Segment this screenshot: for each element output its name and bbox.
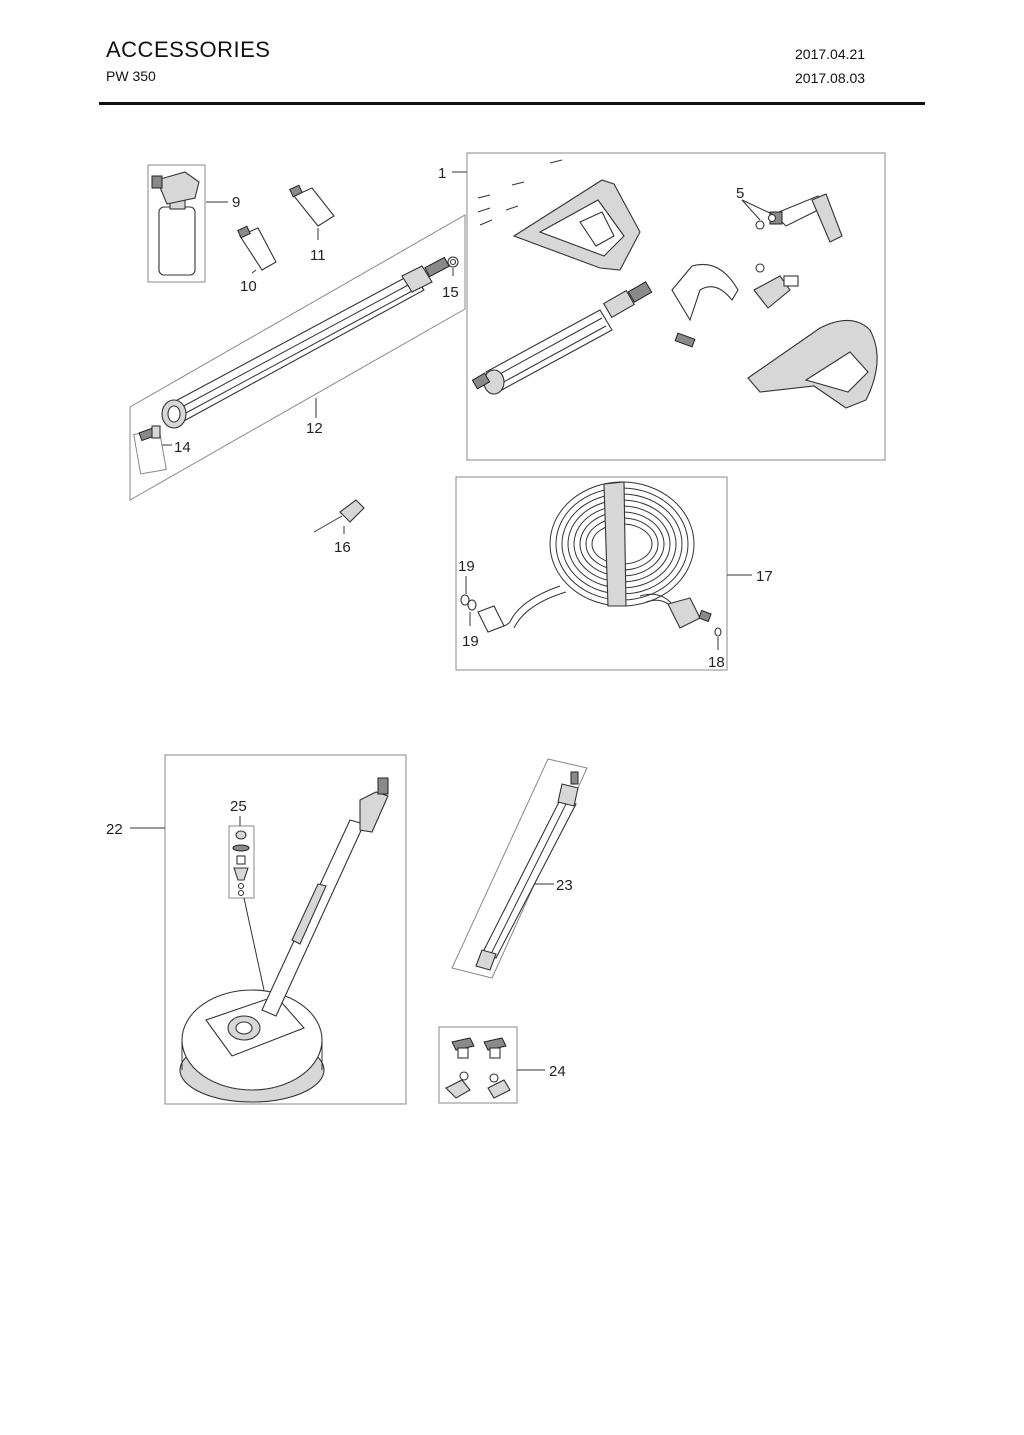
callout-15: 15 <box>442 284 459 301</box>
part-19-o-rings[interactable] <box>460 594 477 611</box>
callout-16: 16 <box>334 539 351 556</box>
part-5-o-rings[interactable] <box>755 213 777 230</box>
part-23-extension-lance[interactable] <box>475 771 579 971</box>
callout-23: 23 <box>556 877 573 894</box>
callout-17: 17 <box>756 568 773 585</box>
callout-22: 22 <box>106 821 123 838</box>
callout-1: 1 <box>438 165 446 182</box>
part-24-nozzle-set[interactable] <box>445 1037 511 1099</box>
callout-24: 24 <box>549 1063 566 1080</box>
page-title: ACCESSORIES <box>106 37 271 62</box>
callout-12: 12 <box>306 420 323 437</box>
callout-25: 25 <box>230 798 247 815</box>
part-18-o-ring[interactable] <box>714 627 722 637</box>
callout-9: 9 <box>232 194 240 211</box>
part-22-surface-cleaner[interactable] <box>179 777 389 1103</box>
part-1-spray-gun-assembly[interactable] <box>471 159 878 409</box>
part-12-lance[interactable] <box>161 256 450 429</box>
part-11-nozzle[interactable] <box>289 184 335 227</box>
callout-18: 18 <box>708 654 725 671</box>
callout-11: 11 <box>310 247 326 264</box>
screws <box>477 159 563 226</box>
part-10-nozzle[interactable] <box>237 225 277 271</box>
date-created: 2017.04.21 <box>795 46 866 62</box>
callout-19-bottom: 19 <box>462 633 479 650</box>
callout-10: 10 <box>240 278 257 295</box>
callout-14: 14 <box>174 439 191 456</box>
callout-5: 5 <box>736 185 744 202</box>
date-revised: 2017.08.03 <box>795 70 866 86</box>
part-15-o-ring[interactable] <box>447 256 459 268</box>
model-name: PW 350 <box>106 68 156 84</box>
hose-coil <box>549 481 695 607</box>
part-17-high-pressure-hose[interactable] <box>477 481 712 633</box>
part-16-nozzle-cleaning-needle[interactable] <box>313 499 365 533</box>
part-25-nozzle-kit[interactable] <box>228 825 255 899</box>
part-9-foam-bottle[interactable] <box>147 164 206 283</box>
part-14-adapter[interactable] <box>133 425 167 475</box>
callout-19-top: 19 <box>458 558 475 575</box>
header-rule <box>99 102 925 105</box>
